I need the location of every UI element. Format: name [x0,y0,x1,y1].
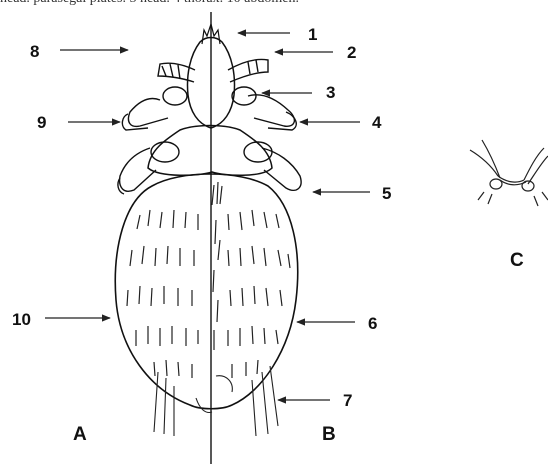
label-2: 2 [347,43,356,62]
label-1: 1 [308,25,317,44]
label-9: 9 [37,113,46,132]
label-8: 8 [30,42,39,61]
label-6: 6 [368,314,377,333]
label-7: 7 [343,391,352,410]
detail-c-drawing [470,140,548,206]
label-arrows [45,33,370,400]
antennae [158,59,268,82]
label-3: 3 [326,83,335,102]
label-5: 5 [382,184,391,203]
label-10: 10 [12,310,31,329]
panel-label-b: B [322,424,336,445]
legs-left [118,87,187,194]
abdomen-outline [115,174,297,409]
panel-label-a: A [73,424,87,445]
posterior-hairs [154,366,278,436]
thorax [148,126,272,176]
panel-label-c: C [510,250,524,271]
body-hairs [127,182,290,378]
label-4: 4 [372,113,382,132]
